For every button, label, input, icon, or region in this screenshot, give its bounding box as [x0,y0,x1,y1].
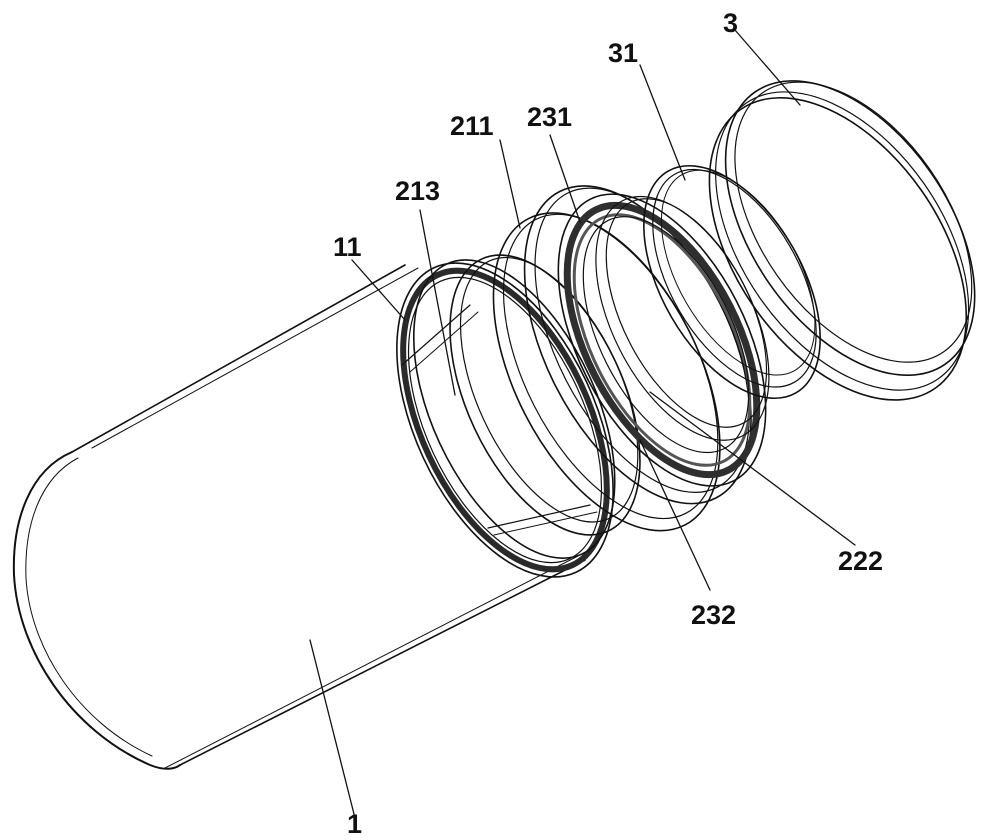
leader-line-231 [550,135,580,222]
leader-line-213 [420,210,455,395]
label-31: 31 [608,40,638,67]
leader-line-211 [500,140,520,228]
label-232: 232 [691,602,736,629]
leader-line-31 [640,65,685,180]
cap-seal-ring [607,136,856,428]
label-222: 222 [838,548,883,575]
ring-groove [352,228,662,611]
label-3: 3 [723,10,738,37]
label-231: 231 [527,104,572,131]
cap [653,35,1000,446]
label-11: 11 [333,234,362,261]
leader-lines [310,30,855,818]
label-213: 213 [395,178,440,205]
label-211: 211 [450,113,494,140]
cylinder-body [14,265,585,769]
label-1: 1 [347,811,362,838]
leader-line-1 [310,640,355,818]
